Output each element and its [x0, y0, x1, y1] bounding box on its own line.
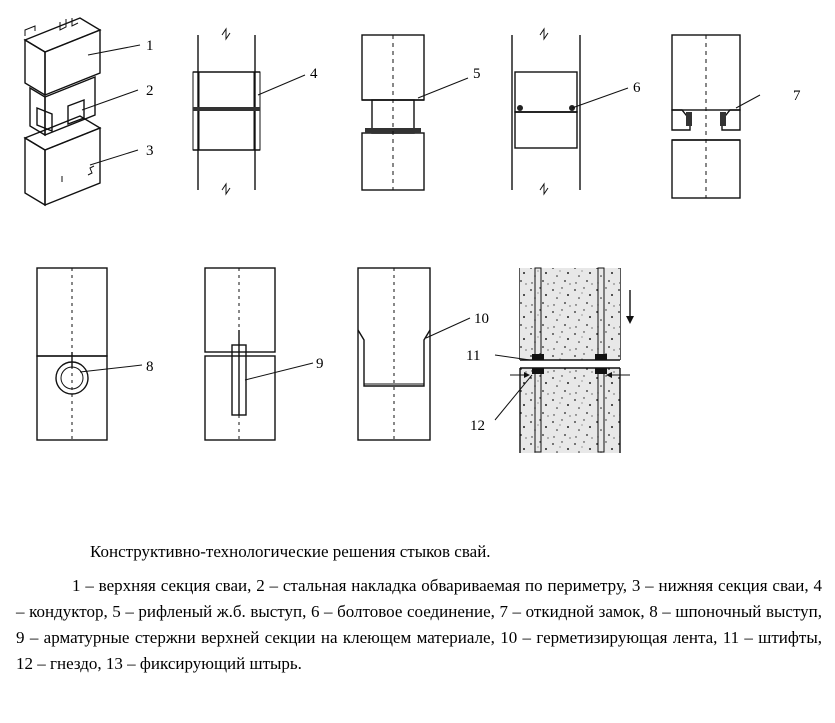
joint-conductor: 4 [192, 27, 318, 196]
joint-ribbed-projection: 5 [361, 34, 481, 191]
label-11: 11 [466, 348, 480, 364]
joint-sealing-tape: 10 [357, 267, 489, 441]
label-2: 2 [146, 83, 154, 99]
label-1: 1 [146, 38, 154, 54]
label-9: 9 [316, 356, 324, 372]
label-8: 8 [146, 359, 154, 375]
isometric-pile-joint: 1 2 3 [23, 17, 154, 207]
label-3: 3 [146, 143, 154, 159]
label-5: 5 [473, 66, 481, 82]
label-7: 7 [793, 88, 801, 104]
joint-folding-lock: 7 [671, 34, 801, 199]
joint-key-projection: 8 [36, 267, 154, 441]
label-6: 6 [633, 80, 641, 96]
joint-bolted: 6 [511, 27, 641, 196]
caption-body: 1 – верхняя секция сваи, 2 – стальная на… [16, 576, 822, 673]
joint-rebar-adhesive: 9 [204, 267, 324, 441]
label-4: 4 [310, 66, 318, 82]
caption-title: Конструктивно-технологические решения ст… [90, 542, 491, 561]
label-12: 12 [470, 418, 485, 434]
label-10: 10 [474, 311, 489, 327]
joint-pins-socket: 11 12 [466, 267, 634, 453]
